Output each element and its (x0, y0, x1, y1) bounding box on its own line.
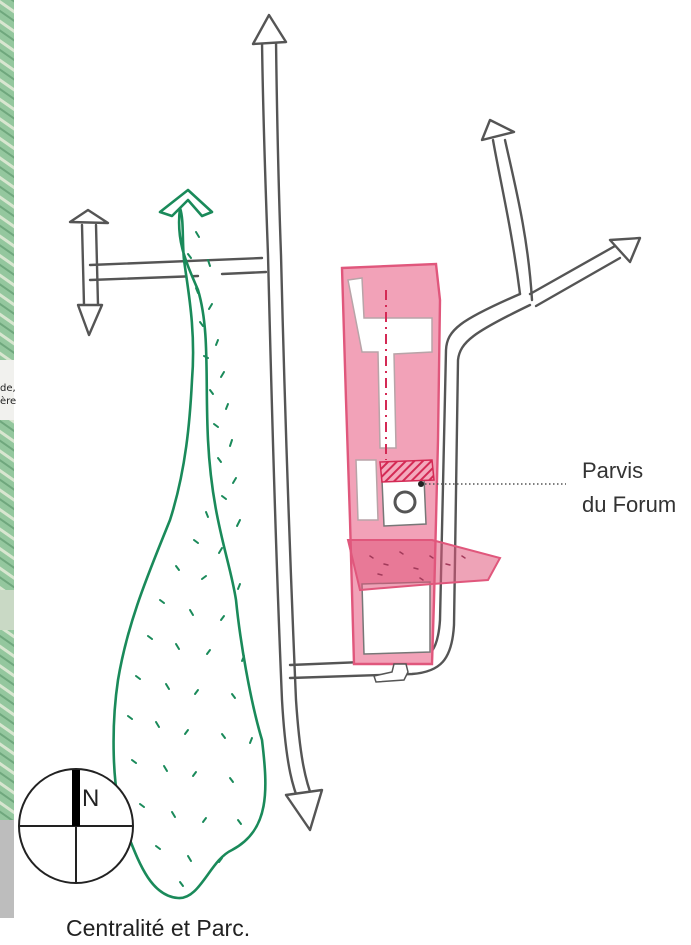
road-network (68, 13, 642, 832)
north-arrow-icon (18, 768, 134, 884)
diagram-caption: Centralité et Parc. (66, 915, 251, 941)
park-area (112, 188, 267, 900)
forum-block (340, 262, 502, 683)
annotation-parvis-line2: du Forum (582, 492, 677, 517)
parvis-hatch (379, 459, 435, 483)
compass-letter: N (82, 785, 100, 812)
map-strip (0, 0, 14, 918)
map-label-2: ère (0, 396, 17, 407)
annotation-parvis-line1: Parvis (582, 458, 644, 483)
parvis-leader (418, 481, 566, 487)
map-label-1: de, (0, 383, 16, 394)
